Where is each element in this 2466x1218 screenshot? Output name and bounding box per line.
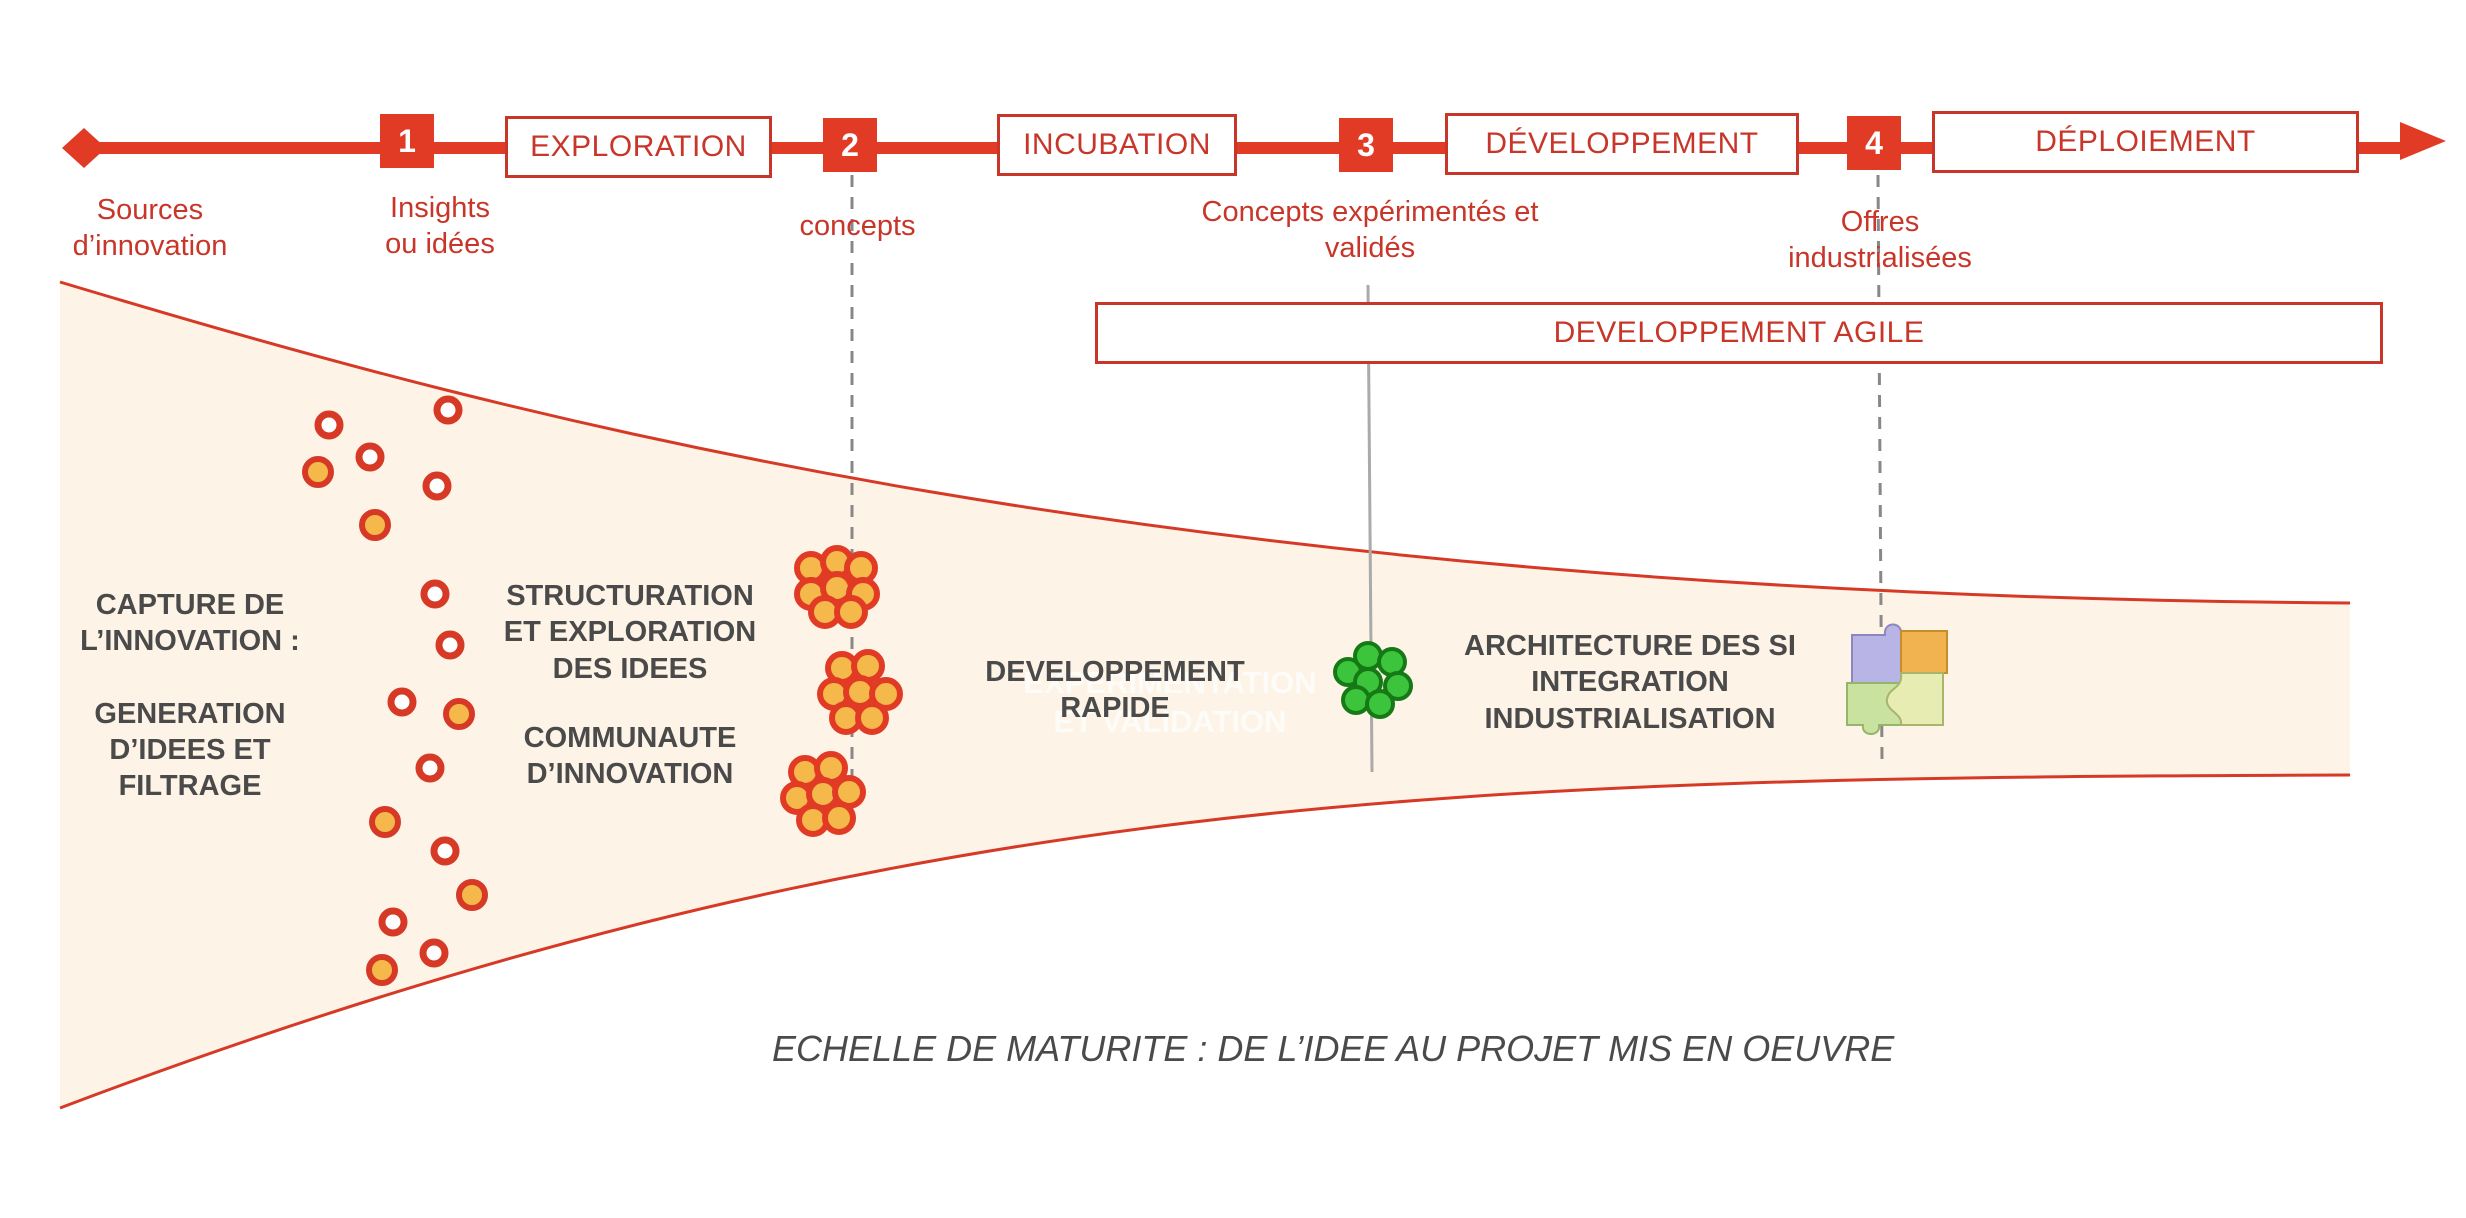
puzzle-piece-yellowgreen <box>1885 672 1944 726</box>
idea-dot <box>369 806 401 838</box>
puzzle-icon <box>1846 623 1948 735</box>
phase-developpement-text: DEVELOPPEMENT RAPIDE <box>985 656 1245 725</box>
idea-dot <box>378 907 408 937</box>
concept-cluster <box>780 751 866 837</box>
funnel-bottom-edge <box>59 773 2351 1110</box>
funnel-top-edge <box>59 280 2351 605</box>
validated-concept-cluster <box>1333 641 1413 719</box>
idea-dot <box>355 442 385 472</box>
timeline-arrowhead <box>2400 122 2446 160</box>
idea-dot <box>366 954 398 986</box>
timeline-start-diamond <box>62 128 106 168</box>
idea-dot <box>430 836 460 866</box>
milestone-marker-3: 3 <box>1339 118 1393 172</box>
concept-cluster <box>817 649 903 735</box>
milestone-label-concepts-valides: Concepts expérimentés et validés <box>1201 196 1539 265</box>
idea-dot <box>456 879 488 911</box>
funnel-shape <box>60 282 2350 1108</box>
phase-structuration-text: STRUCTURATION ET EXPLORATION DES IDEES <box>503 580 757 685</box>
idea-dot <box>433 395 463 425</box>
idea-dot <box>314 410 344 440</box>
green-dot <box>1365 689 1395 719</box>
concept-cluster <box>794 545 880 629</box>
idea-dot <box>422 471 452 501</box>
cluster-dot <box>834 595 868 629</box>
cluster-dot <box>869 677 903 711</box>
stage-deploiement: DÉPLOIEMENT <box>1932 111 2359 173</box>
maturity-scale-caption: ECHELLE DE MATURITE : DE L’IDEE AU PROJE… <box>772 1028 1895 1069</box>
milestone-marker-4: 4 <box>1847 116 1901 170</box>
milestone-marker-2: 2 <box>823 118 877 172</box>
phase-ghost-text: EXPERIMENTATION ET VALIDATION <box>1023 665 1317 739</box>
stage-incubation: INCUBATION <box>997 114 1237 176</box>
idea-dots <box>302 395 488 986</box>
milestone-label-offres: Offres industrialisées <box>1788 206 1972 275</box>
idea-dot <box>435 630 465 660</box>
stage-exploration: EXPLORATION <box>505 116 772 178</box>
idea-dot <box>387 687 417 717</box>
green-dot <box>1383 671 1413 701</box>
agile-development-box: DEVELOPPEMENT AGILE <box>1095 302 2383 364</box>
milestone-label-insights: Insights ou idées <box>385 192 495 261</box>
cluster-dot <box>822 801 856 835</box>
idea-dot <box>420 579 450 609</box>
green-dot <box>1377 647 1407 677</box>
milestone-label-concepts: concepts <box>799 210 916 242</box>
stage-developpement: DÉVELOPPEMENT <box>1445 113 1799 175</box>
idea-dot <box>415 753 445 783</box>
idea-dot <box>359 509 391 541</box>
idea-dot <box>302 456 334 488</box>
milestone-marker-1: 1 <box>380 114 434 168</box>
cluster-dot <box>855 701 889 735</box>
idea-dot <box>443 698 475 730</box>
phase-architecture-text: ARCHITECTURE DES SI INTEGRATION INDUSTRI… <box>1464 630 1796 735</box>
idea-dot <box>419 938 449 968</box>
milestone-label-sources: Sources d’innovation <box>72 194 228 263</box>
phase-capture-text: CAPTURE DE L’INNOVATION : GENERATION D’I… <box>80 589 300 803</box>
phase-communaute-text: COMMUNAUTE D’INNOVATION <box>523 722 737 791</box>
